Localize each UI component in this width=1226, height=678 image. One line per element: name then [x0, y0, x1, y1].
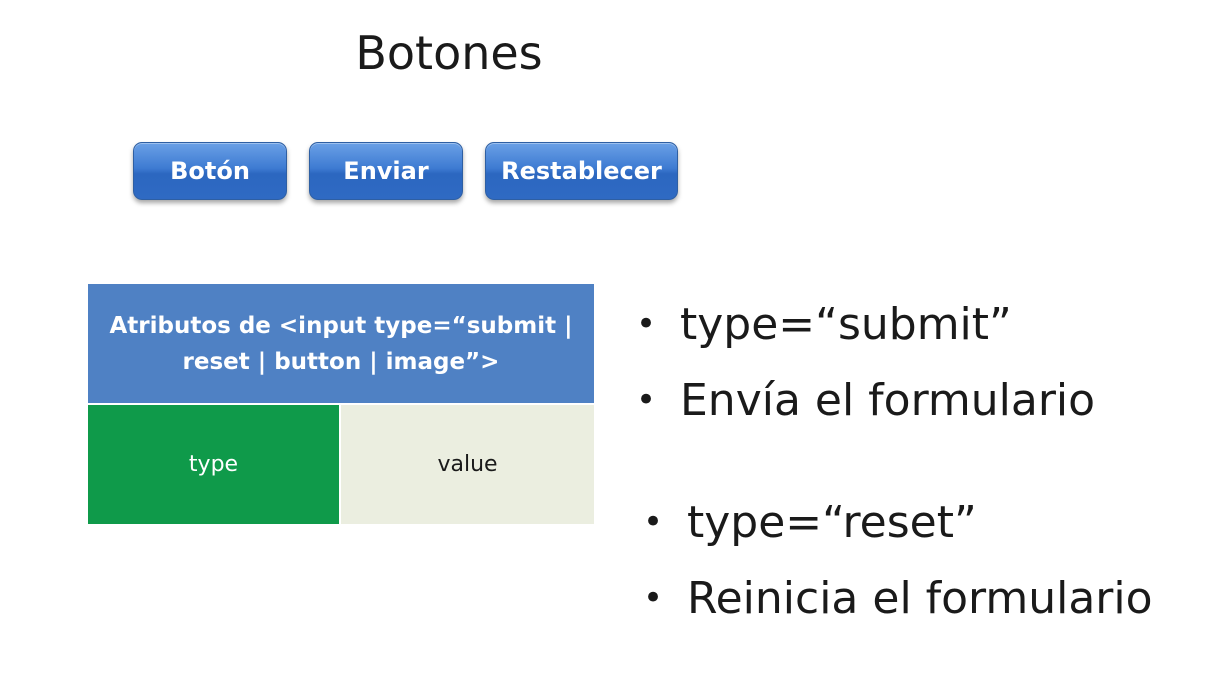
bullet-item: • type=“reset”	[643, 484, 1153, 560]
slide-title: Botones	[355, 26, 543, 80]
bullet-text: type=“submit”	[680, 298, 1012, 350]
submit-bullet-list: • type=“submit” • Envía el formulario	[636, 286, 1095, 438]
bullet-item: • type=“submit”	[636, 286, 1095, 362]
bullet-text: type=“reset”	[687, 496, 977, 548]
attribute-type-cell: type	[88, 405, 339, 524]
bullet-item: • Envía el formulario	[636, 362, 1095, 438]
attributes-table-header: Atributos de <input type=“submit | reset…	[88, 284, 594, 403]
bullet-icon: •	[643, 502, 664, 542]
bullet-text: Envía el formulario	[680, 374, 1096, 426]
bullet-icon: •	[636, 304, 657, 344]
bullet-icon: •	[643, 578, 664, 618]
bullet-item: • Reinicia el formulario	[643, 560, 1153, 636]
attribute-value-cell: value	[341, 405, 594, 524]
boton-button[interactable]: Botón	[133, 142, 287, 200]
bullet-text: Reinicia el formulario	[687, 572, 1153, 624]
restablecer-button[interactable]: Restablecer	[485, 142, 678, 200]
attributes-table: Atributos de <input type=“submit | reset…	[88, 284, 594, 524]
bullet-icon: •	[636, 380, 657, 420]
enviar-button[interactable]: Enviar	[309, 142, 463, 200]
reset-bullet-list: • type=“reset” • Reinicia el formulario	[643, 484, 1153, 636]
